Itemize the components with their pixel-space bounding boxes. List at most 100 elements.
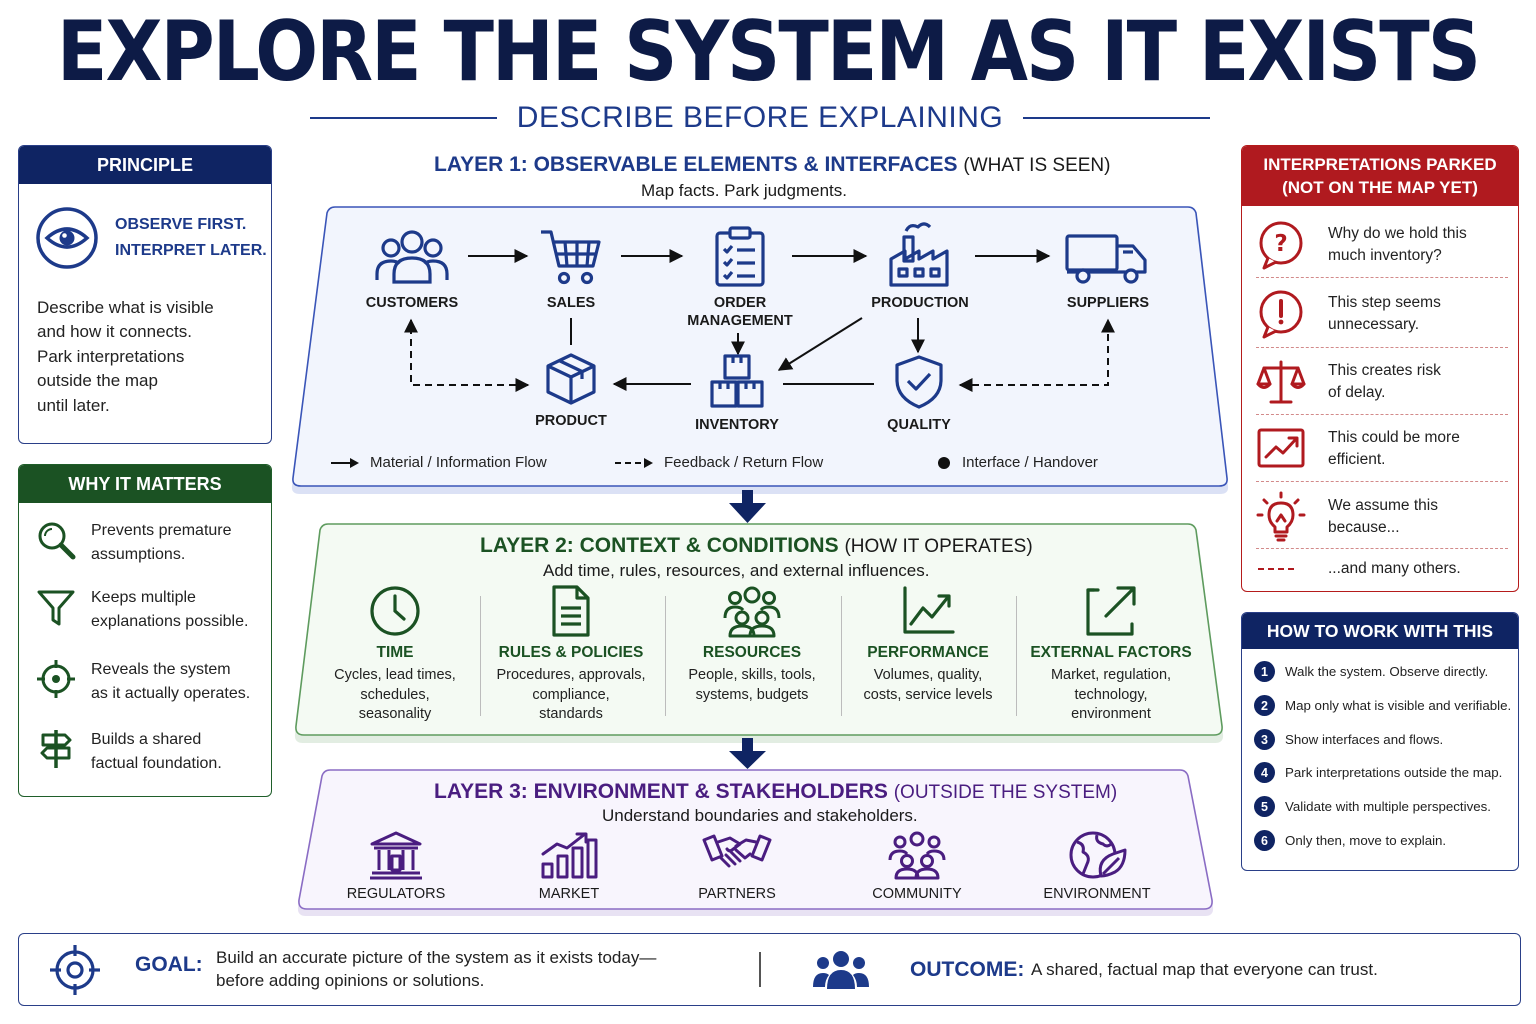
legend-feedback-label: Feedback / Return Flow [664,454,824,471]
scales-icon [1256,360,1306,404]
layer-2-subtitle: Add time, rules, resources, and external… [543,561,930,580]
people-icon [723,586,781,638]
interpretations-more-label: ...and many others. [1328,560,1461,577]
context-line: schedules, [360,686,430,703]
node-customers: CUSTOMERS [352,226,472,312]
stakeholder-label: ENVIRONMENT [1043,886,1151,902]
stakeholder-regulators: REGULATORS [321,830,471,902]
node-order-label-2: MANAGEMENT [687,313,793,329]
interpretation-line: of delay. [1328,384,1386,401]
stakeholder-community: COMMUNITY [842,830,992,902]
dashed-arrow-icon [615,457,653,468]
interpretations-heading-1: INTERPRETATIONS PARKED [1263,155,1497,174]
interpretation-item: This could be more efficient. [1256,425,1508,473]
node-suppliers: SUPPLIERS [1048,226,1168,312]
dashed-divider [1256,548,1508,549]
step-text: Validate with multiple perspectives. [1285,799,1491,814]
why-line: Builds a shared [91,731,202,748]
node-sales-label: SALES [546,295,596,311]
context-heading: RESOURCES [702,644,802,661]
stakeholder-label: REGULATORS [346,886,446,902]
lightbulb-icon [1256,491,1306,542]
stakeholder-label: PARTNERS [698,886,776,902]
interpretation-line: This could be more [1328,428,1460,446]
stakeholder-label: MARKET [538,886,600,902]
context-heading: EXTERNAL FACTORS [1030,644,1192,661]
factory-icon [889,222,949,287]
dashed-divider [1256,414,1508,415]
shopping-cart-icon [541,230,601,285]
legend-interface: Interface / Handover [936,454,1098,471]
step-text: Map only what is visible and verifiable. [1285,698,1512,713]
context-column-rules: RULES & POLICIES Procedures, approvals,c… [486,584,656,725]
step-number: 2 [1254,695,1275,716]
clock-icon [370,586,420,636]
layer-1-subtitle: Map facts. Park judgments. [641,181,847,200]
page-subtitle: DESCRIBE BEFORE EXPLAINING [516,101,1004,134]
goal-outcome-bar: GOAL: Build an accurate picture of the s… [18,933,1521,1006]
interpretation-line: much inventory? [1328,247,1442,264]
context-line: technology, [1074,686,1148,703]
customers-icon [375,230,449,284]
bar-growth-icon [541,832,598,879]
layer-3-subtitle: Understand boundaries and stakeholders. [602,806,918,825]
how-step: 2 Map only what is visible and verifiable… [1254,695,1511,716]
stakeholder-partners: PARTNERS [662,830,812,902]
step-text: Park interpretations outside the map. [1285,765,1503,780]
node-inventory-label: INVENTORY [695,417,779,433]
interpretations-more: ...and many others. [1258,560,1461,578]
interpretation-line: Why do we hold this [1328,224,1467,242]
handshake-icon [702,834,772,868]
step-text: Show interfaces and flows. [1285,732,1444,747]
crosshair-target-icon [50,945,100,995]
dashed-divider [1256,277,1508,278]
layer-3-title: LAYER 3: ENVIRONMENT & STAKEHOLDERS (OUT… [434,780,1117,804]
goal-line: before adding opinions or solutions. [216,971,485,990]
principle-line: Describe what is visible [37,298,214,317]
legend-feedback: Feedback / Return Flow [614,454,823,471]
dashed-divider [1256,481,1508,482]
why-item: Keeps multiple explanations possible. [35,586,265,634]
why-line: Reveals the system [91,661,231,678]
step-number: 1 [1254,661,1275,682]
community-icon [888,831,946,880]
why-line: factual foundation. [91,755,222,772]
goal-line: Build an accurate picture of the system … [216,948,657,967]
interpretation-line: because... [1328,519,1400,536]
why-line: Keeps multiple [91,589,196,606]
layer-1-title-paren: (WHAT IS SEEN) [963,155,1111,176]
outcome-label: OUTCOME: [910,958,1025,981]
interpretations-heading-2: (NOT ON THE MAP YET) [1282,178,1478,197]
signpost-icon [40,730,72,768]
step-number: 6 [1254,830,1275,851]
why-line: explanations possible. [91,613,249,630]
node-production-label: PRODUCTION [871,295,969,311]
context-line: People, skills, tools, [688,667,816,683]
node-sales: SALES [521,226,621,312]
column-divider [1016,596,1017,716]
target-icon [37,660,75,698]
node-quality-label: QUALITY [887,417,951,433]
layer-1-title-main: LAYER 1: OBSERVABLE ELEMENTS & INTERFACE… [434,153,958,176]
globe-leaf-icon [1069,831,1127,879]
context-line: costs, service levels [863,686,993,703]
context-line: Volumes, quality, [873,667,983,683]
exclamation-icon [1259,290,1303,339]
context-line: Cycles, lead times, [334,667,456,683]
node-quality: QUALITY [859,354,979,434]
interpretation-line: efficient. [1328,451,1386,468]
stakeholder-market: MARKET [494,830,644,902]
context-line: standards [539,706,603,722]
shield-check-icon [895,355,943,409]
trend-chart-icon [903,586,955,634]
how-step: 5 Validate with multiple perspectives. [1254,796,1491,817]
external-link-icon [1086,586,1136,636]
interpretations-parked-panel: INTERPRETATIONS PARKED (NOT ON THE MAP Y… [1241,145,1519,592]
step-number: 5 [1254,796,1275,817]
stakeholder-label: COMMUNITY [872,886,962,902]
